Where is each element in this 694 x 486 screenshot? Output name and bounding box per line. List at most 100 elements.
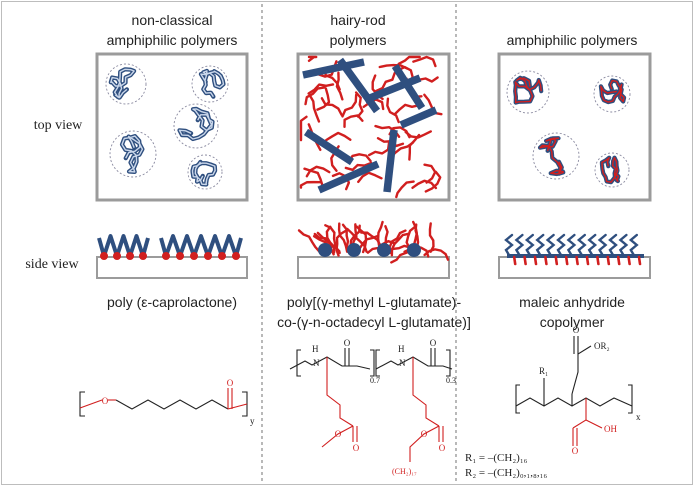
- alkyl-side-chain: [628, 233, 639, 257]
- aggregate-outline: [191, 65, 229, 103]
- ma-carbonyl-o: O: [573, 325, 580, 335]
- alkyl-side-chain: [514, 233, 525, 257]
- side-chain-hair: [316, 87, 331, 111]
- side-chain-hair: [386, 97, 400, 124]
- side-chain-hair: [378, 63, 409, 70]
- pglu-nh1-n: N: [313, 358, 320, 368]
- side-chain-hair: [304, 86, 326, 106]
- alkyl-side-chain: [556, 233, 566, 257]
- alkyl-side-chain: [504, 233, 514, 257]
- alkyl-side-chain: [608, 233, 618, 257]
- acid-group: [554, 255, 559, 266]
- polymer-coil-core: [514, 77, 542, 104]
- ma-x-subscript: x: [636, 412, 641, 422]
- side-chain-hair: [395, 180, 415, 199]
- aggregate-outline: [173, 103, 219, 149]
- ma-r1-label: R₁: [539, 366, 548, 376]
- side-chain-hair: [411, 179, 438, 190]
- pglu-methoxy-o: O: [335, 429, 342, 439]
- polymer-coil-core: [121, 135, 144, 173]
- aggregate-outline: [187, 154, 223, 190]
- rod-backbone: [391, 63, 426, 111]
- pcl-repeat-subscript: y: [250, 416, 255, 426]
- pglu-nh2-n: N: [399, 358, 406, 368]
- rod-end-on: [347, 243, 361, 257]
- side-chain-hair: [344, 161, 373, 172]
- alkyl-side-chain: [587, 233, 598, 257]
- ma-or2-label: OR₂: [594, 341, 610, 351]
- acid-group: [596, 255, 600, 266]
- anchor-bead: [113, 252, 121, 260]
- side-chain-hair: [307, 55, 318, 63]
- hairy-rods-top-view: [299, 55, 443, 199]
- side-view-col1: [97, 234, 243, 260]
- side-chain-hair: [299, 115, 308, 142]
- ma-structure: [515, 336, 633, 446]
- col2-header-line1: hairy-rod: [330, 12, 385, 28]
- substrate-col3: [498, 256, 651, 279]
- coil-aggregates-col3: [506, 70, 631, 188]
- rod-backbone: [302, 58, 365, 79]
- side-chain-hair: [374, 71, 396, 93]
- alkyl-side-chain: [566, 233, 577, 257]
- acid-group: [544, 255, 548, 266]
- side-chain-hair: [423, 163, 437, 184]
- ma-acid-o: O: [572, 446, 579, 456]
- side-chain-hair: [423, 248, 450, 261]
- pglu-carbonyl2-o: O: [430, 338, 437, 348]
- side-chain-hair: [316, 231, 341, 255]
- col3-polymer-name-line2: copolymer: [540, 314, 605, 330]
- col1-header-line2: amphiphilic polymers: [107, 32, 238, 48]
- pglu-ester1-o: O: [353, 443, 360, 453]
- polymer-coil-core: [200, 70, 225, 98]
- anchor-bead: [190, 252, 198, 260]
- side-chain-hair: [335, 71, 344, 101]
- rod-backbone: [303, 128, 355, 166]
- side-chain-hair: [393, 103, 421, 116]
- anchor-bead: [100, 252, 108, 260]
- anchor-bead: [176, 252, 184, 260]
- aggregate-outline: [506, 70, 550, 114]
- polymer-coil-core: [539, 137, 564, 175]
- rod-backbone: [383, 129, 398, 193]
- rod-backbone: [363, 74, 422, 104]
- pcl-carbonyl-oxygen-label: O: [227, 378, 234, 388]
- aggregate-outline: [105, 63, 147, 105]
- rod-end-on: [407, 243, 421, 257]
- acid-group: [564, 255, 569, 266]
- anchor-bead: [139, 252, 147, 260]
- side-chain-hair: [346, 227, 368, 253]
- side-chain-hair: [341, 93, 358, 118]
- side-chain-hair: [335, 229, 348, 257]
- pglu-structure: [289, 348, 453, 462]
- rod-end-on: [318, 243, 332, 257]
- acid-group: [575, 255, 579, 266]
- acid-group: [606, 255, 611, 266]
- col1-polymer-name: poly (ε-caprolactone): [107, 294, 237, 310]
- pglu-subscript-03: 0.3: [446, 376, 456, 385]
- anchor-bead: [232, 252, 240, 260]
- acid-group: [637, 255, 642, 266]
- ma-oh-label: OH: [604, 424, 617, 434]
- alkyl-side-chain: [576, 233, 587, 257]
- side-chain-hair: [299, 180, 323, 189]
- alkyl-side-chain: [618, 233, 629, 257]
- acid-group: [585, 255, 590, 266]
- polymer-coil-core: [178, 108, 214, 140]
- rod-backbone: [336, 57, 381, 114]
- rod-end-on: [377, 243, 391, 257]
- anchor-bead: [218, 252, 226, 260]
- row-label-side-view: side view: [25, 257, 79, 272]
- pglu-ch2-17: (CH₂)₁₇: [392, 467, 417, 476]
- col2-header-line2: polymers: [330, 32, 387, 48]
- side-chain-hair: [428, 222, 435, 253]
- side-chain-hair: [357, 171, 383, 184]
- aggregate-outline: [109, 130, 157, 178]
- col3-header-line1: amphiphilic polymers: [507, 32, 638, 48]
- polymer-coil-core: [600, 79, 625, 103]
- side-chain-hair: [303, 167, 324, 188]
- pglu-subscript-07: 0.7: [370, 376, 380, 385]
- coil-aggregates-col1: [105, 63, 229, 190]
